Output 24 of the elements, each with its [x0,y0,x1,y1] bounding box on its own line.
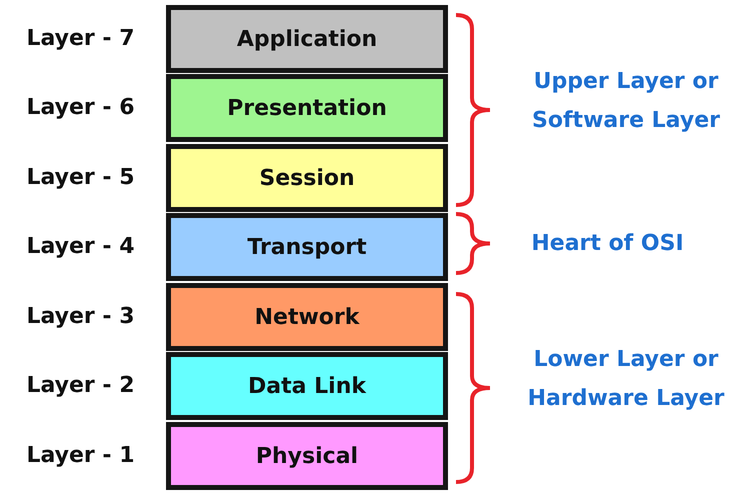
layer-box [166,74,448,142]
layer-box [166,283,448,351]
layer-number: Layer - 2 [25,373,136,398]
layer-name: Physical [256,444,358,468]
layer-number: Layer - 5 [25,165,136,190]
layer-name: Presentation [227,96,387,120]
layer-name: Network [254,304,360,330]
layer-box [166,5,448,73]
group-label: Upper Layer or Software Layer [531,68,721,135]
layer-box [166,352,448,420]
layer-box [166,422,448,490]
group-label: Lower Layer or Hardware Layer [526,346,726,413]
layer-box [166,144,448,212]
layer-number: Layer - 4 [25,234,136,259]
layer-name: Transport [247,234,367,260]
layer-number: Layer - 1 [25,443,136,468]
layer-number: Layer - 6 [25,95,136,120]
layer-box [166,213,448,281]
layer-name: Session [259,166,355,190]
layer-number: Layer - 7 [25,26,136,51]
layer-name: Application [236,26,378,52]
layer-number: Layer - 3 [25,304,136,329]
group-label: Heart of OSI [530,230,685,258]
layer-name: Data Link [248,374,366,398]
